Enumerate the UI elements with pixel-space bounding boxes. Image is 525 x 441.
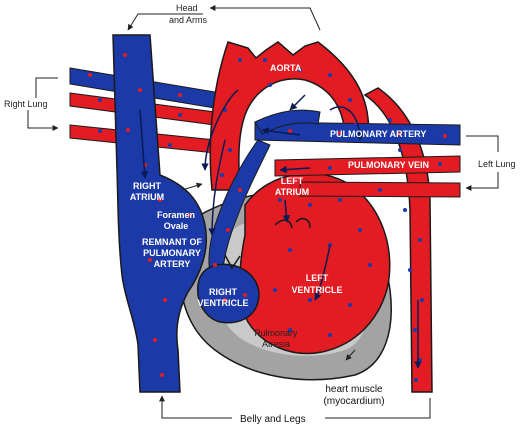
mitral-valve-2 xyxy=(295,217,311,229)
label-pulmonary-vein: PULMONARY VEIN xyxy=(348,160,429,170)
label-aorta: AORTA xyxy=(270,63,302,73)
label-pda: PDA xyxy=(306,96,326,106)
label-head-arms: Head and Arms xyxy=(169,3,208,25)
label-belly-legs: Belly and Legs xyxy=(240,414,306,425)
label-left-lung: Left Lung xyxy=(478,159,516,169)
flow-arrows xyxy=(139,89,422,369)
ductus-arteriosus xyxy=(254,109,321,135)
outer-arrows xyxy=(27,5,499,419)
vena-cava-right-atrium xyxy=(112,34,208,393)
label-heart-muscle: heart muscle(myocardium) xyxy=(323,384,384,407)
left-pulmonary-vein-upper xyxy=(274,155,461,177)
right-ventricle xyxy=(197,263,260,324)
blood-dots-red-regions xyxy=(98,58,442,382)
label-pulmonary-artery: PULMONARY ARTERY xyxy=(330,129,426,139)
left-ventricle-body xyxy=(239,172,391,355)
blood-dots-blue-regions xyxy=(88,53,447,377)
aorta xyxy=(209,41,370,191)
tricuspid-valve xyxy=(224,254,241,270)
label-right-lung: Right Lung xyxy=(4,99,48,109)
